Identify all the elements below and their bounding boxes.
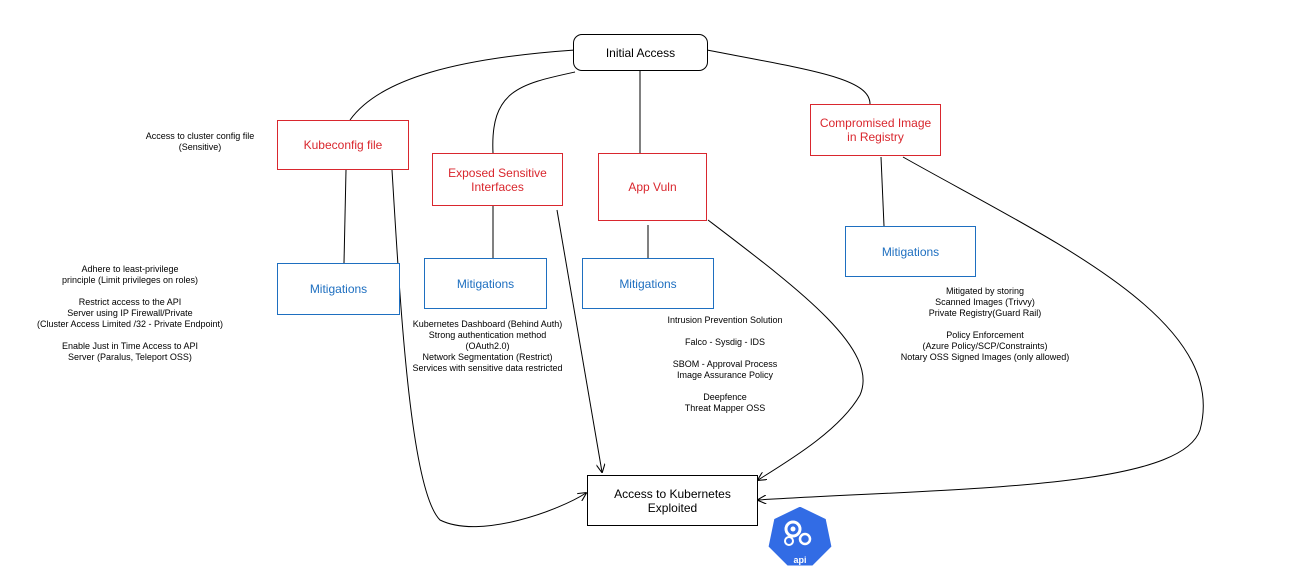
app-vuln-node: App Vuln <box>598 153 707 221</box>
note-line: Server using IP Firewall/Private <box>67 308 193 318</box>
note-line: Notary OSS Signed Images (only allowed) <box>900 352 1070 362</box>
note-line: Mitigated by storing <box>945 286 1025 296</box>
interfaces-mitigations-note: Kubernetes Dashboard (Behind Auth)Strong… <box>400 319 575 374</box>
note-line: (Cluster Access Limited /32 - Private En… <box>36 319 224 329</box>
edge-initial-to-exposed <box>492 71 576 154</box>
note-line: Falco - Sysdig - IDS <box>684 337 766 347</box>
exposed-label-line-2: Interfaces <box>471 179 524 194</box>
note-line: Threat Mapper OSS <box>684 403 766 413</box>
edge-appvuln-to-access <box>707 219 864 480</box>
initial-access-label: Initial Access <box>605 45 676 60</box>
access-exploited-node: Access to Kubernetes Exploited <box>587 475 758 526</box>
kubeconfig-mitigations-node: Mitigations <box>277 263 400 315</box>
registry-mitigations-node: Mitigations <box>845 226 976 277</box>
api-badge-label: api <box>793 555 806 565</box>
note-line: SBOM - Approval Process <box>672 359 778 369</box>
exposed-sensitive-interfaces-node: Exposed Sensitive Interfaces <box>432 153 563 206</box>
note-line: Image Assurance Policy <box>676 370 774 380</box>
compromised-image-node: Compromised Image in Registry <box>810 104 941 156</box>
note-spacer <box>15 330 245 341</box>
kubernetes-api-icon: api <box>765 503 835 567</box>
note-line: Services with sensitive data restricted <box>412 363 563 373</box>
note-line: Private Registry(Guard Rail) <box>928 308 1042 318</box>
note-line: Access to cluster config file <box>145 131 255 141</box>
appvuln-mitigations-node: Mitigations <box>582 258 714 309</box>
edge-kubeconfig-to-mitigations <box>343 169 347 264</box>
initial-access-node: Initial Access <box>573 34 708 71</box>
access-exploited-line-2: Exploited <box>647 500 698 515</box>
note-line: Restrict access to the API <box>78 297 182 307</box>
note-line: Server (Paralus, Teleport OSS) <box>68 352 192 362</box>
mitigations-label: Mitigations <box>881 244 940 259</box>
edge-initial-to-registry <box>706 49 871 105</box>
app-vuln-label: App Vuln <box>628 180 677 194</box>
note-line: (OAuth2.0) <box>465 341 510 351</box>
edge-initial-to-kubeconfig <box>349 49 576 121</box>
note-line: Policy Enforcement <box>946 330 1024 340</box>
exposed-label-line-1: Exposed Sensitive <box>448 165 547 180</box>
note-spacer <box>15 286 245 297</box>
note-spacer <box>650 348 800 359</box>
note-spacer <box>880 319 1090 330</box>
compromised-label-line-1: Compromised Image <box>819 116 932 130</box>
note-line: principle (Limit privileges on roles) <box>61 275 199 285</box>
note-line: Intrusion Prevention Solution <box>667 315 783 325</box>
note-line: (Sensitive) <box>178 142 222 152</box>
note-line: Deepfence <box>703 392 747 402</box>
edge-exposed-to-access <box>556 209 602 472</box>
kubeconfig-file-node: Kubeconfig file <box>277 120 409 170</box>
kubeconfig-file-label: Kubeconfig file <box>303 138 383 152</box>
note-spacer <box>650 381 800 392</box>
note-line: Network Segmentation (Restrict) <box>422 352 553 362</box>
edge-registry-to-mitigations <box>880 156 885 227</box>
note-line: Kubernetes Dashboard (Behind Auth) <box>412 319 563 329</box>
mitigations-label: Mitigations <box>309 282 368 296</box>
mitigations-label: Mitigations <box>619 276 677 291</box>
edge-registry-to-access <box>758 156 1204 500</box>
cluster-config-note: Access to cluster config file(Sensitive) <box>130 131 270 153</box>
note-spacer <box>650 326 800 337</box>
access-exploited-line-1: Access to Kubernetes <box>614 486 731 501</box>
note-line: Adhere to least-privilege <box>81 264 179 274</box>
note-line: Enable Just in Time Access to API <box>61 341 199 351</box>
mitigations-label: Mitigations <box>456 276 515 291</box>
compromised-label-line-2: in Registry <box>847 130 904 144</box>
interfaces-mitigations-node: Mitigations <box>424 258 547 309</box>
note-line: Scanned Images (Trivvy) <box>935 297 1035 307</box>
note-line: (Azure Policy/SCP/Constraints) <box>922 341 1048 351</box>
note-line: Strong authentication method <box>428 330 547 340</box>
